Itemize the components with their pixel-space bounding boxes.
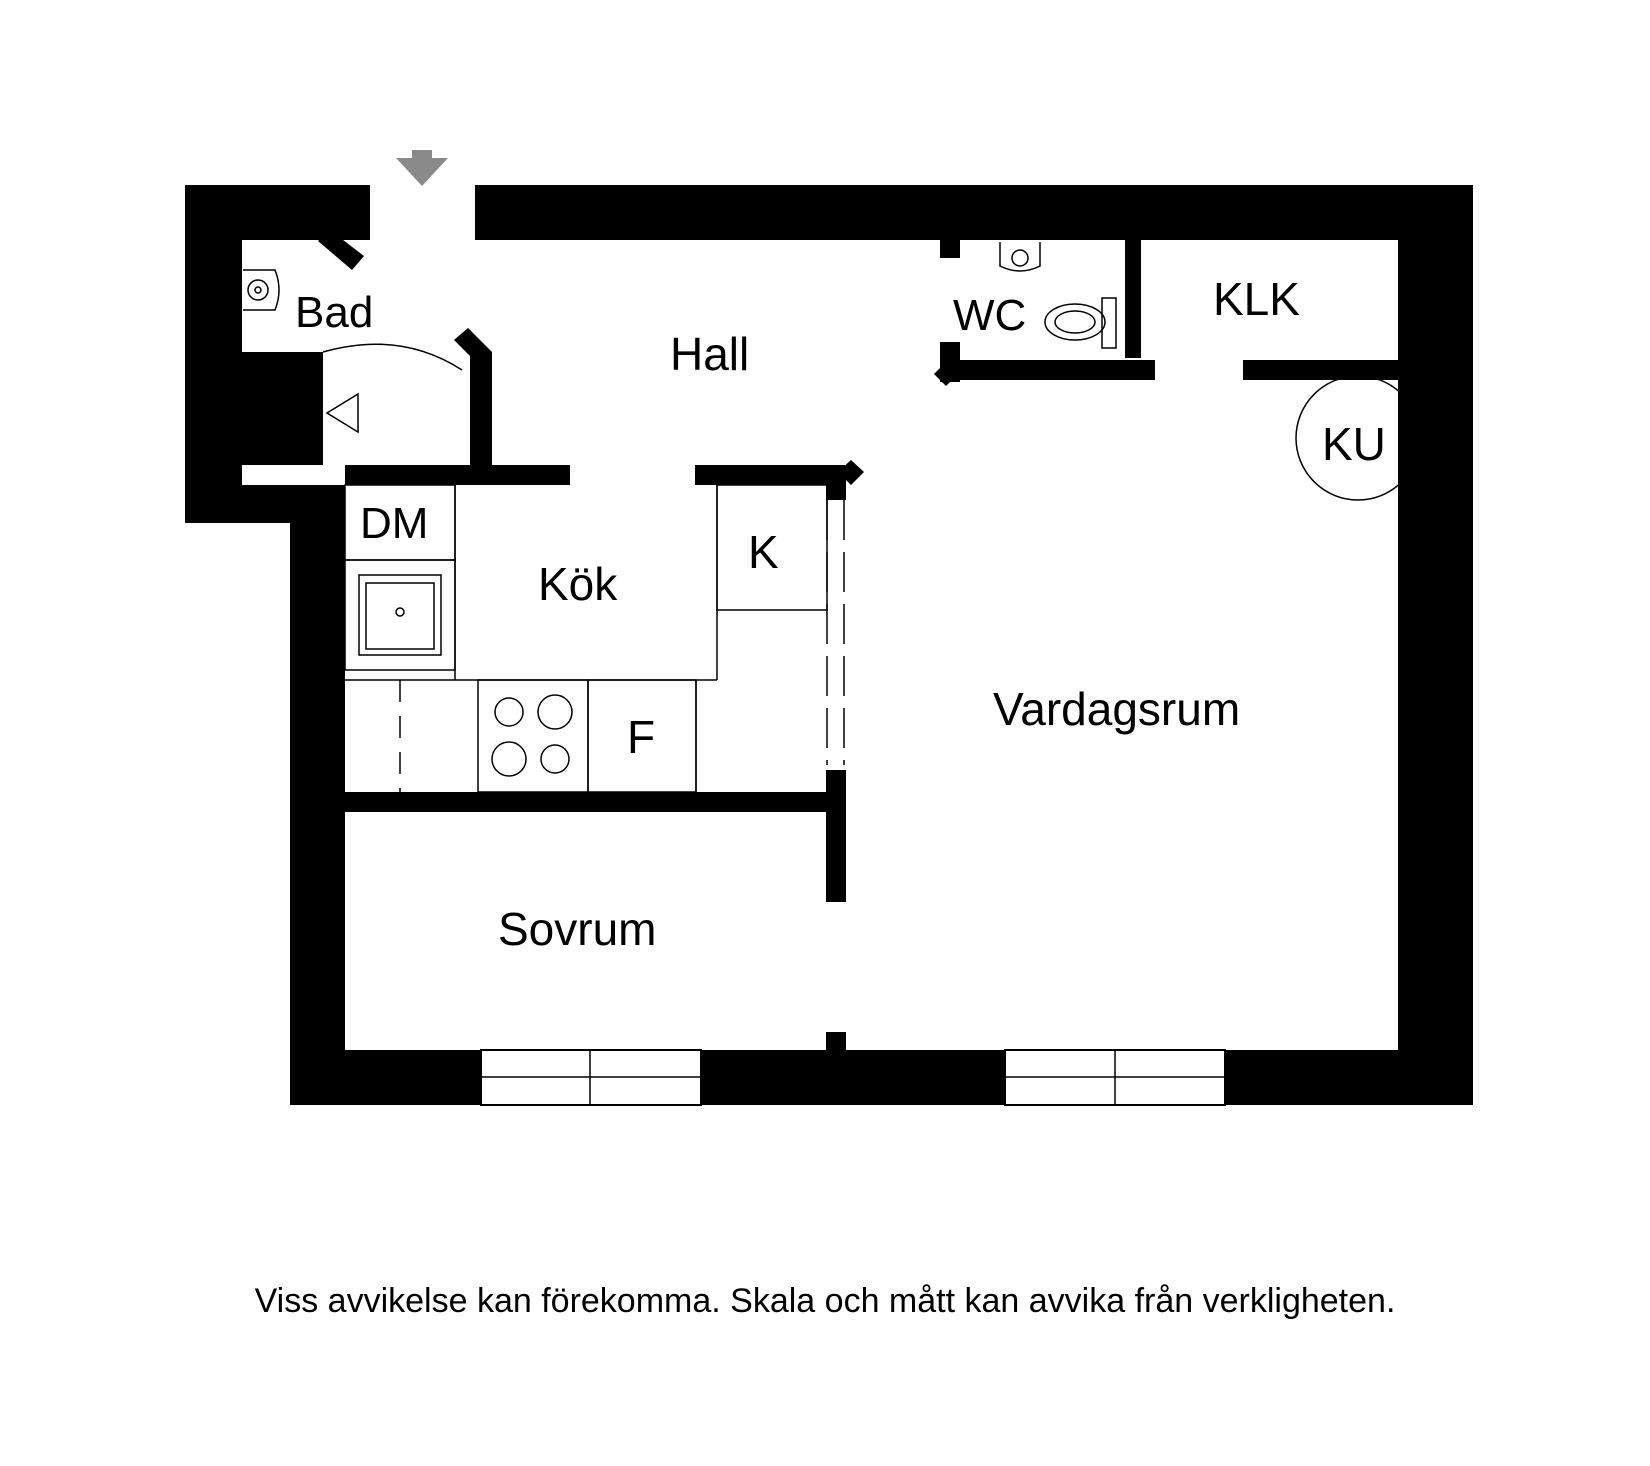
room-label-wc: WC [953, 291, 1026, 340]
toilet-icon [1044, 297, 1117, 349]
room-label-k: K [748, 526, 779, 578]
room-label-sovrum: Sovrum [498, 903, 656, 955]
room-label-bad: Bad [295, 288, 373, 337]
disclaimer-text: Viss avvikelse kan förekomma. Skala och … [254, 1282, 1396, 1320]
room-label-vardagsrum: Vardagsrum [993, 683, 1240, 735]
entrance-opening [370, 185, 475, 240]
wc-sink-icon [999, 242, 1041, 272]
room-label-f: F [627, 711, 655, 763]
kitchen-cabinets [344, 484, 845, 793]
room-label-klk: KLK [1213, 273, 1300, 325]
bathroom-door-arrow-icon [325, 392, 359, 434]
room-label-ku: KU [1322, 418, 1386, 470]
entrance-arrow-icon [396, 158, 448, 186]
ku-circle [1295, 375, 1421, 501]
windows [480, 1049, 1226, 1106]
room-label-hall: Hall [670, 328, 749, 380]
room-label-dm: DM [360, 499, 428, 548]
door-swing-icon [322, 343, 463, 371]
room-label-kok: Kök [538, 558, 618, 610]
outer-walls [185, 185, 1473, 1105]
stove-icon [491, 694, 573, 777]
sink-icon [243, 269, 280, 311]
interior-walls [318, 230, 1418, 1052]
